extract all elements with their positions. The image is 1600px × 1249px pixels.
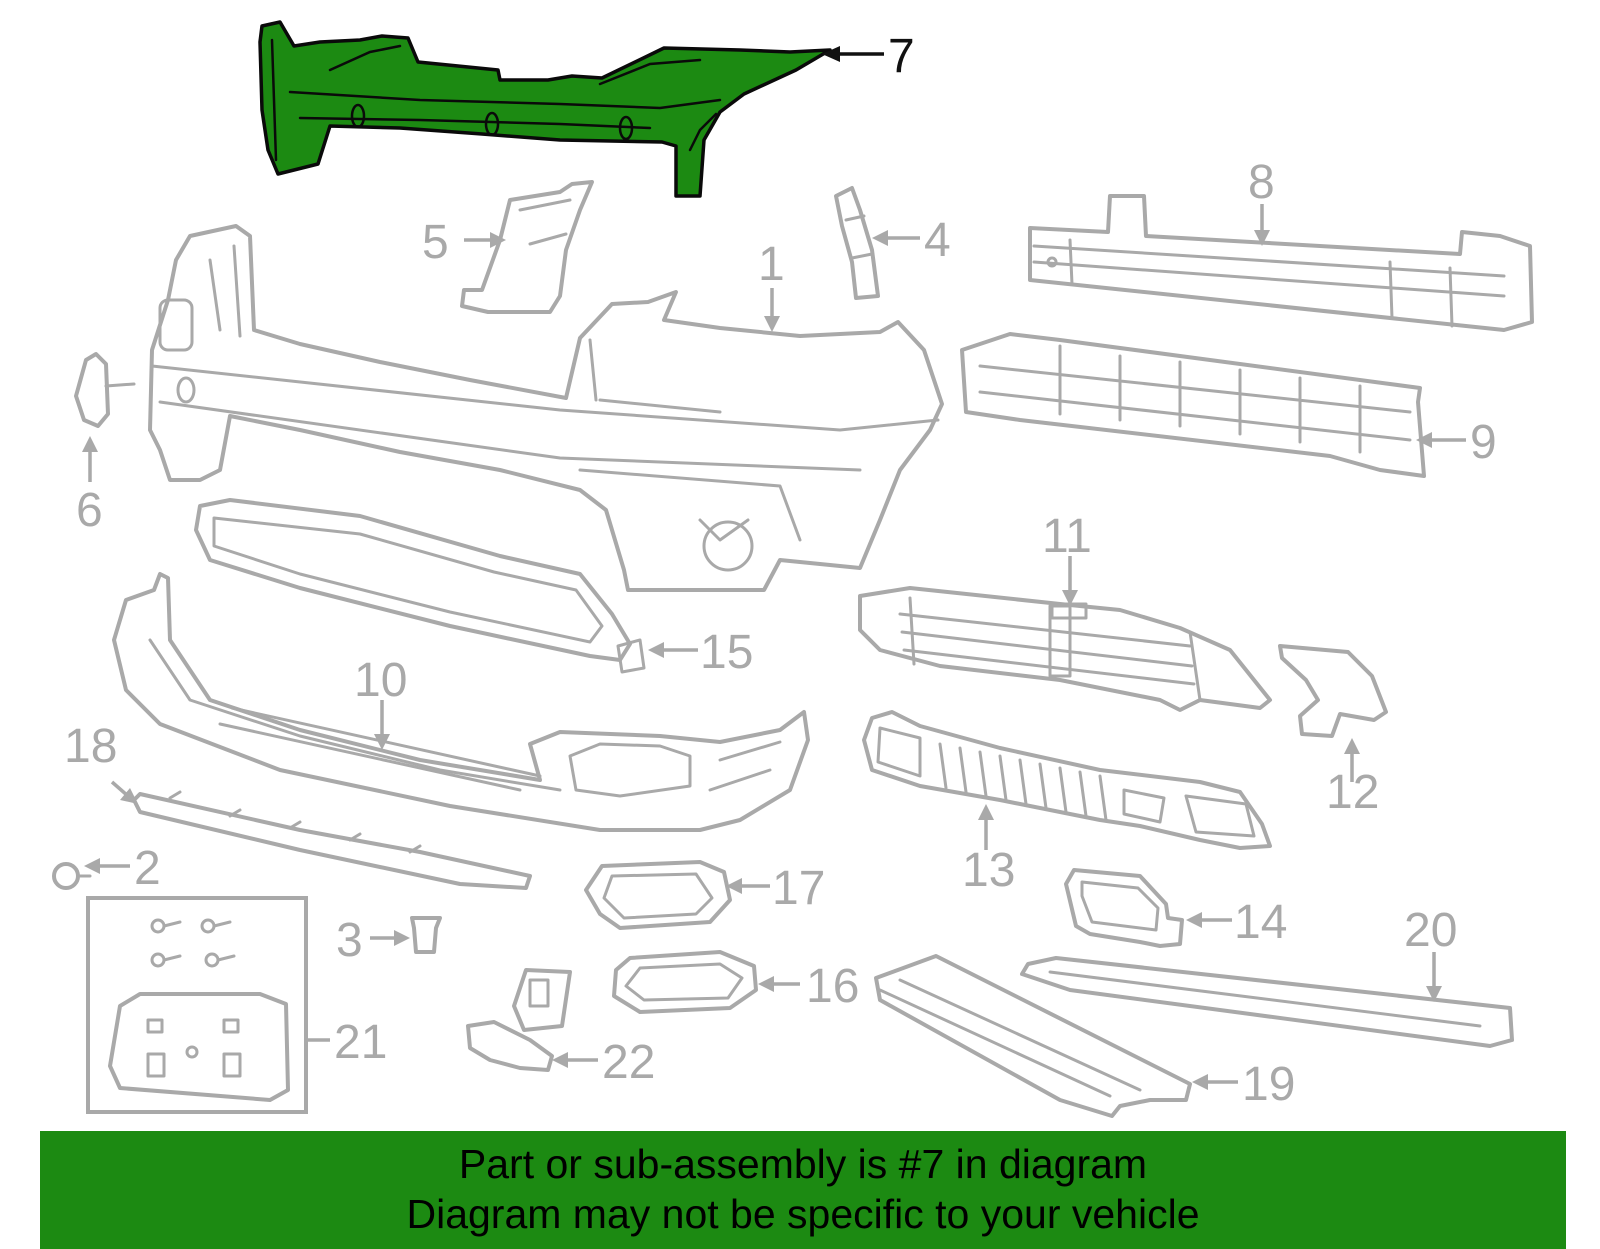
- part-5-bracket[interactable]: [460, 180, 594, 314]
- callout-13-label: 13: [962, 844, 1015, 897]
- part-21-license-bracket-kit[interactable]: [86, 896, 308, 1114]
- footer-banner: Part or sub-assembly is #7 in diagram Di…: [40, 1131, 1566, 1249]
- callout-15: 15: [648, 626, 753, 679]
- part-20-deflector[interactable]: [1020, 956, 1514, 1048]
- callout-2-label: 2: [134, 842, 161, 895]
- footer-line-2: Diagram may not be specific to your vehi…: [406, 1191, 1200, 1237]
- callout-8-label: 8: [1248, 156, 1275, 209]
- callout-2: 2: [84, 842, 161, 895]
- callout-22-label: 22: [602, 1036, 655, 1089]
- callout-6: 6: [76, 436, 103, 537]
- part-1-fascia[interactable]: [148, 224, 944, 592]
- callout-9: 9: [1416, 416, 1497, 469]
- footer-line-1: Part or sub-assembly is #7 in diagram: [458, 1141, 1148, 1187]
- part-12-bracket[interactable]: [1278, 644, 1388, 738]
- part-18-molding[interactable]: [132, 790, 532, 890]
- part-17-fog-bezel[interactable]: [584, 860, 732, 930]
- callout-11-label: 11: [1042, 510, 1092, 563]
- callout-17-label: 17: [772, 862, 825, 915]
- callout-16: 16: [758, 960, 859, 1013]
- part-6-tow-cover[interactable]: [74, 352, 136, 428]
- callout-14-label: 14: [1234, 896, 1287, 949]
- callout-21-label: 21: [334, 1016, 387, 1069]
- part-7-upper-support[interactable]: [258, 20, 832, 198]
- callout-20-label: 20: [1404, 904, 1457, 957]
- callout-10: 10: [354, 654, 407, 750]
- part-19-shield[interactable]: [874, 954, 1192, 1118]
- callout-16-label: 16: [806, 960, 859, 1013]
- part-8-reinforcement[interactable]: [1028, 194, 1534, 332]
- callout-8: 8: [1248, 156, 1275, 246]
- callout-7-label: 7: [888, 30, 915, 83]
- callout-6-label: 6: [76, 484, 103, 537]
- callout-19-label: 19: [1242, 1058, 1295, 1111]
- callout-5: 5: [422, 216, 506, 269]
- part-2-push-pin[interactable]: [52, 862, 92, 890]
- callout-21: 21: [308, 1016, 387, 1069]
- callout-15-label: 15: [700, 626, 753, 679]
- callout-22: 22: [552, 1036, 655, 1089]
- part-9-absorber[interactable]: [960, 332, 1426, 478]
- callout-4-label: 4: [924, 214, 951, 267]
- callout-17: 17: [726, 862, 825, 915]
- part-15-grille-bezel[interactable]: [194, 498, 646, 674]
- part-13-lower-grille[interactable]: [862, 710, 1272, 850]
- callout-5-label: 5: [422, 216, 449, 269]
- callout-4: 4: [872, 214, 951, 267]
- part-11-shutter[interactable]: [858, 586, 1272, 712]
- callout-13: 13: [962, 804, 1015, 897]
- part-4-bracket[interactable]: [834, 186, 880, 300]
- callout-1: 1: [758, 238, 785, 332]
- callout-10-label: 10: [354, 654, 407, 707]
- callout-14: 14: [1186, 896, 1287, 949]
- screw-icons: [150, 918, 236, 968]
- callout-12: 12: [1326, 738, 1379, 819]
- callout-11: 11: [1042, 510, 1092, 606]
- callout-7: 7: [822, 30, 915, 83]
- part-10-lower-fascia[interactable]: [112, 572, 810, 832]
- part-3-clip[interactable]: [410, 916, 442, 954]
- part-22-sensor[interactable]: [466, 968, 572, 1072]
- callout-9-label: 9: [1470, 416, 1497, 469]
- callout-1-label: 1: [758, 238, 785, 291]
- part-14-cover[interactable]: [1064, 868, 1184, 948]
- callout-3-label: 3: [336, 914, 363, 967]
- callout-3: 3: [336, 914, 410, 967]
- callout-18-label: 18: [64, 720, 117, 773]
- callout-20: 20: [1404, 904, 1457, 1002]
- part-16-fog-bezel[interactable]: [612, 950, 758, 1014]
- callout-12-label: 12: [1326, 766, 1379, 819]
- callout-19: 19: [1192, 1058, 1295, 1111]
- callout-18: 18: [64, 720, 138, 804]
